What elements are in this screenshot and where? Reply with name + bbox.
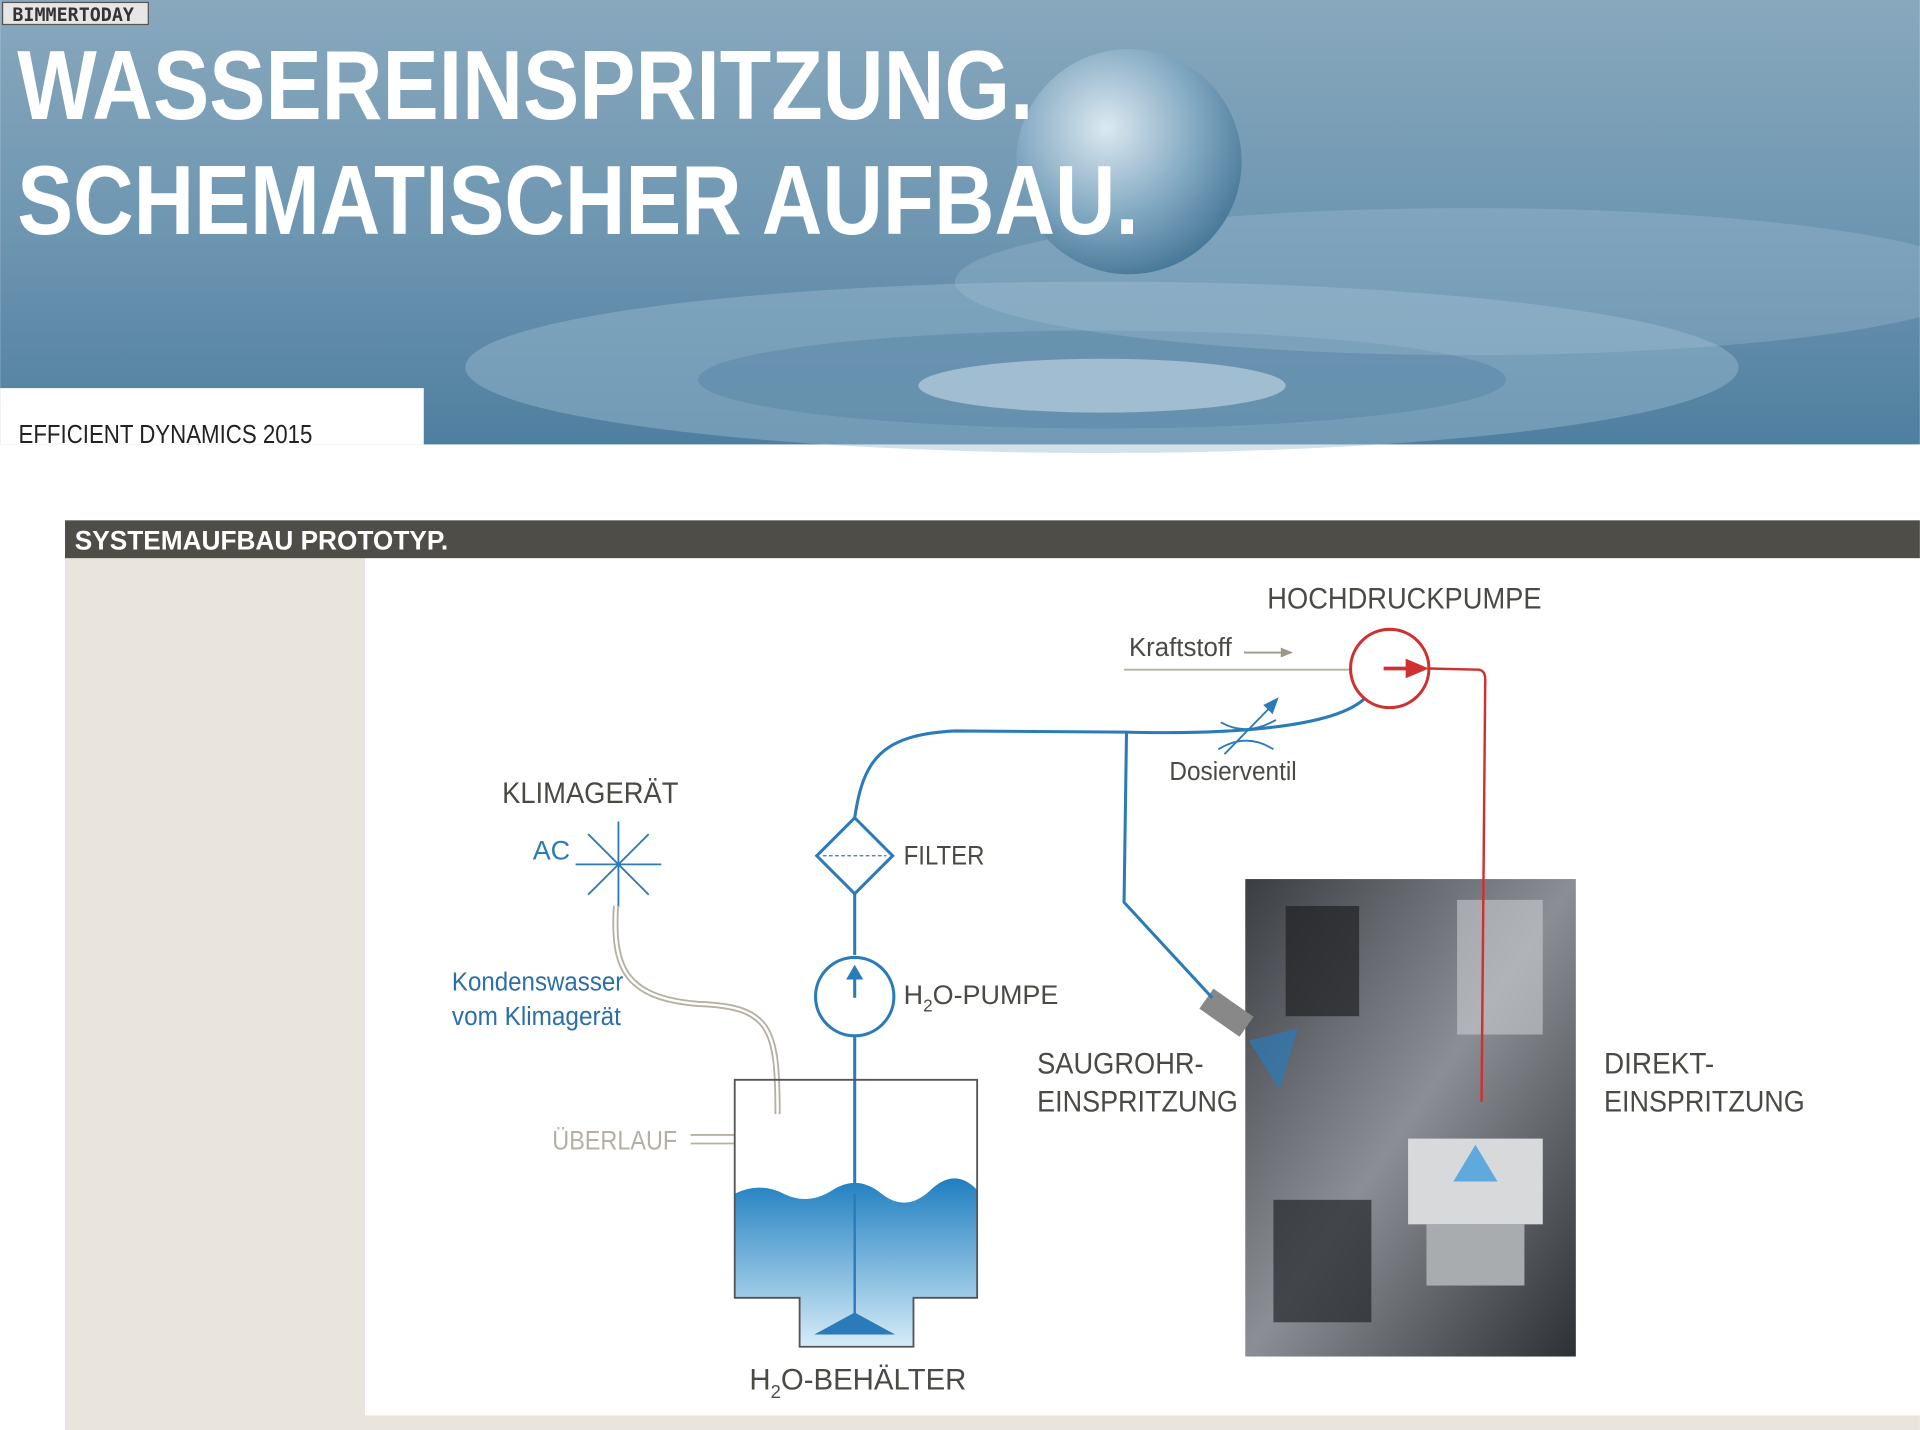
kraftstoff-arrow-icon (1244, 647, 1294, 658)
logo: BIMMERTODAY (1, 1, 149, 26)
header-banner (0, 0, 1920, 453)
section-title: SYSTEMAUFBAU PROTOTYP. (75, 526, 448, 556)
label-filter: FILTER (904, 840, 985, 870)
label-kraftstoff: Kraftstoff (1129, 634, 1233, 662)
label-ac: AC (533, 835, 570, 865)
label-h2o-pumpe: H2O-PUMPE (904, 980, 1059, 1015)
fuel-line (1428, 667, 1487, 1102)
subtitle: EFFICIENT DYNAMICS 2015 (19, 421, 313, 449)
label-h2o-behaelter: H2O-BEHÄLTER (749, 1364, 966, 1403)
section-bar (65, 520, 1920, 559)
title-line-1: WASSEREINSPRITZUNG. (17, 30, 1033, 140)
engine-cutaway-image (1199, 879, 1576, 1357)
svg-text:BIMMERTODAY: BIMMERTODAY (12, 5, 134, 26)
water-drop (1016, 48, 1242, 275)
label-saugrohr-2: EINSPRITZUNG (1037, 1086, 1238, 1119)
h2o-tank (733, 1078, 979, 1348)
side-panel (65, 558, 365, 1430)
hochdruckpumpe-icon (1349, 627, 1431, 710)
label-kondenswasser-2: vom Klimagerät (452, 1003, 621, 1031)
label-saugrohr-1: SAUGROHR- (1037, 1048, 1204, 1081)
label-hochdruckpumpe: HOCHDRUCKPUMPE (1267, 582, 1541, 615)
label-ueberlauf: ÜBERLAUF (552, 1126, 677, 1156)
label-dosierventil: Dosierventil (1169, 758, 1296, 786)
overflow-pipe (690, 1134, 735, 1145)
label-direkt-1: DIREKT- (1604, 1048, 1714, 1081)
filter-icon (814, 815, 895, 896)
label-direkt-2: EINSPRITZUNG (1604, 1086, 1805, 1119)
ac-icon (575, 821, 662, 908)
h2o-pump-icon (814, 955, 896, 1038)
label-klimageraet: KLIMAGERÄT (502, 777, 678, 810)
dosierventil-icon (1217, 697, 1279, 755)
label-kondenswasser-1: Kondenswasser (452, 968, 624, 996)
title-line-2: SCHEMATISCHER AUFBAU. (17, 145, 1138, 255)
